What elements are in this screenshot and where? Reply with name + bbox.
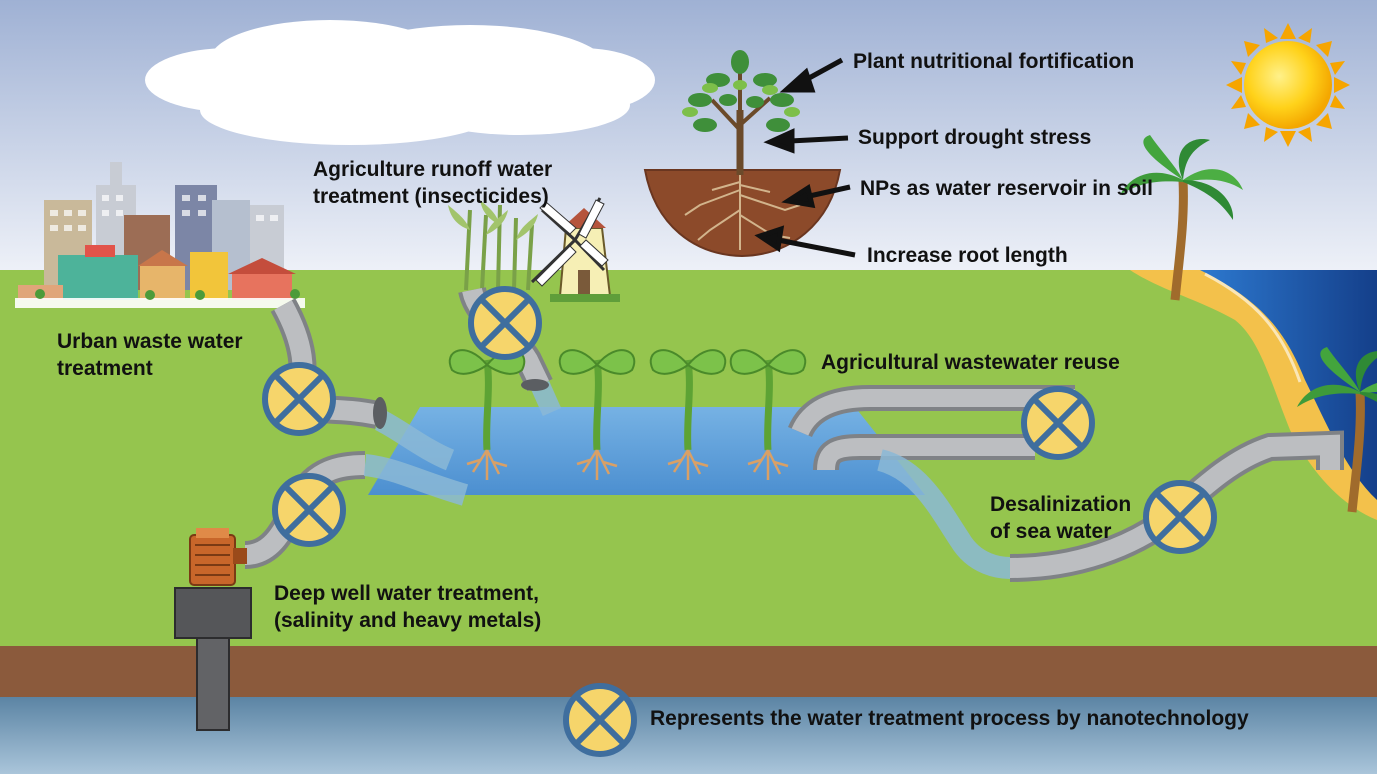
valve-deep-well	[275, 476, 343, 544]
valve-desalinization	[1146, 483, 1214, 551]
label-deep-well-line2: (salinity and heavy metals)	[274, 609, 542, 632]
label-agriculture-runoff-line2: treatment (insecticides)	[313, 185, 549, 208]
label-support-drought-stress: Support drought stress	[858, 126, 1092, 149]
valve-reuse	[1024, 389, 1092, 457]
label-agriculture-runoff: Agriculture runoff water treatment (inse…	[313, 156, 552, 210]
label-deep-well-line1: Deep well water treatment,	[274, 582, 539, 605]
label-agricultural-reuse: Agricultural wastewater reuse	[821, 351, 1120, 374]
label-plant-nutritional-fortification: Plant nutritional fortification	[853, 50, 1135, 73]
label-desalinization-line1: Desalinization	[990, 493, 1132, 516]
valve-urban	[265, 365, 333, 433]
legend-text: Represents the water treatment process b…	[650, 707, 1249, 730]
label-desalinization-line2: of sea water	[990, 520, 1112, 543]
label-deep-well: Deep well water treatment, (salinity and…	[274, 580, 541, 634]
label-urban-waste-line2: treatment	[57, 357, 153, 380]
label-urban-waste: Urban waste water treatment	[57, 328, 243, 382]
valve-agriculture-runoff	[471, 289, 539, 357]
label-nps-water-reservoir: NPs as water reservoir in soil	[860, 177, 1153, 200]
label-desalinization: Desalinization of sea water	[990, 491, 1131, 545]
nano-treatment-valve-icon	[566, 686, 634, 754]
label-increase-root-length: Increase root length	[867, 244, 1068, 267]
label-agriculture-runoff-line1: Agriculture runoff water	[313, 158, 553, 181]
label-urban-waste-line1: Urban waste water	[57, 330, 243, 353]
